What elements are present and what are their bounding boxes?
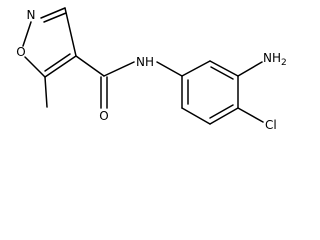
isoxazole-ring <box>22 7 77 78</box>
bond-ar-2 <box>209 60 239 77</box>
bond-n-c3-double <box>43 12 67 23</box>
ring-nitrogen-label: N <box>27 8 36 22</box>
bond-n-c3 <box>40 7 66 19</box>
amine-label: NH2 <box>263 51 287 68</box>
bond-ar-5 <box>181 107 211 125</box>
bond-ar-4 <box>209 107 239 125</box>
ring-oxygen-label: O <box>16 45 25 59</box>
bond-c4-c5 <box>44 55 77 78</box>
bond-ar-chlorine <box>237 107 264 123</box>
amide-group <box>75 55 183 109</box>
bond-ar-2-double <box>210 66 234 80</box>
amine-subscript: 2 <box>281 58 287 68</box>
bond-carbonyl-n <box>103 61 135 77</box>
carbonyl-oxygen-label: O <box>99 109 108 123</box>
bond-ar-1 <box>181 60 211 77</box>
bond-c5-o <box>24 56 46 78</box>
bond-c4-carbonyl <box>75 55 105 77</box>
bond-c3-c4 <box>64 7 77 57</box>
bond-ar-4-double <box>209 104 234 119</box>
bond-n-aryl <box>156 61 183 77</box>
amine-nitrogen-label: NH <box>263 51 281 65</box>
bond-ar-amine <box>237 61 263 77</box>
bond-o-n <box>22 21 32 47</box>
bond-c4-c5-double <box>44 53 71 72</box>
amide-nitrogen-label: NH <box>136 55 154 69</box>
benzene-ring <box>181 60 239 125</box>
chlorine-label: Cl <box>265 118 277 132</box>
bond-methyl <box>44 76 48 108</box>
structure-diagram: N O NH O NH2 Cl <box>16 7 287 132</box>
